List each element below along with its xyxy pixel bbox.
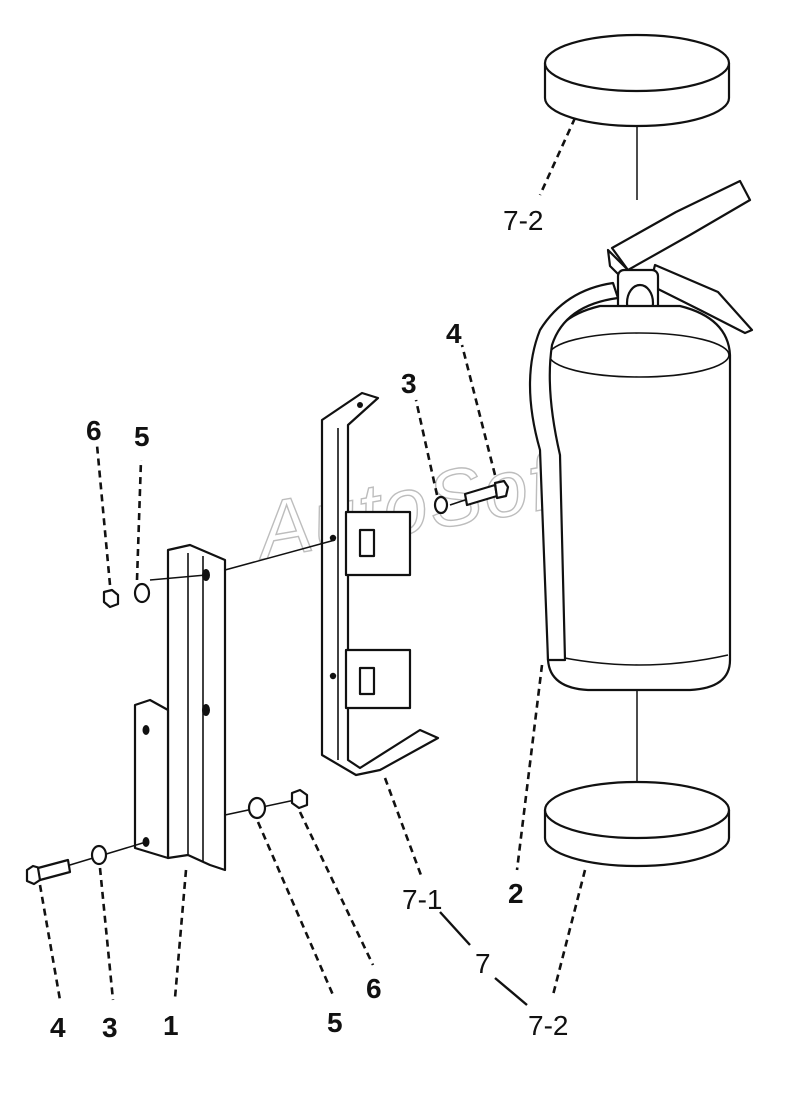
leader-bolt-bottom (38, 884, 62, 1001)
connector-7-2 (494, 977, 528, 1006)
fire-extinguisher (528, 179, 754, 692)
leader-bolt-top (460, 344, 497, 476)
callout-lock-washer-top: 5 (134, 421, 150, 452)
bolt-top (463, 479, 510, 507)
callout-nut-bottom: 6 (366, 973, 382, 1004)
lock-washer-bottom (247, 796, 267, 820)
callout-bracket: 1 (163, 1010, 179, 1041)
leader-nut-top (95, 444, 112, 586)
callout-washer-bottom: 3 (102, 1012, 118, 1043)
leader-band-top (538, 117, 577, 196)
leader-lock-washer-top (135, 459, 143, 581)
fastener-axis-upper (224, 539, 336, 571)
watermark: AutoSoft (247, 432, 585, 577)
lock-washer-top (133, 582, 151, 604)
leader-washer-bottom (98, 867, 115, 1001)
connector-7-1 (439, 911, 471, 946)
nut-top (102, 588, 120, 609)
callout-extinguisher: 2 (508, 878, 524, 909)
callout-band-bottom: 7-2 (528, 1010, 568, 1041)
washer-top (433, 495, 449, 515)
leader-nut-bottom (298, 811, 375, 966)
mounting-bracket (133, 543, 227, 872)
leader-band-bottom (551, 869, 587, 996)
leader-lock-washer-bottom (256, 821, 335, 996)
leader-bracket (173, 869, 188, 999)
callout-bolt-bottom: 4 (50, 1012, 66, 1043)
callout-holder: 7-1 (402, 884, 442, 915)
leader-washer-top (414, 399, 439, 496)
nut-bottom (290, 788, 309, 810)
bolt-bottom (25, 858, 72, 886)
washer-bottom (90, 844, 108, 866)
callout-lock-washer-bottom: 5 (327, 1007, 343, 1038)
fastener-axis-upper-left (149, 574, 207, 581)
leader-holder (383, 777, 424, 879)
callout-nut-top: 6 (86, 415, 102, 446)
callout-bolt-top: 4 (446, 318, 462, 349)
clamp-band-bottom (543, 780, 731, 868)
callout-band-top: 7-2 (503, 205, 543, 236)
clamp-band-top (543, 33, 731, 128)
callout-holder-assembly: 7 (475, 948, 491, 979)
callout-washer-top: 3 (401, 368, 417, 399)
leader-extinguisher (515, 664, 544, 871)
holder-bracket (320, 391, 440, 777)
